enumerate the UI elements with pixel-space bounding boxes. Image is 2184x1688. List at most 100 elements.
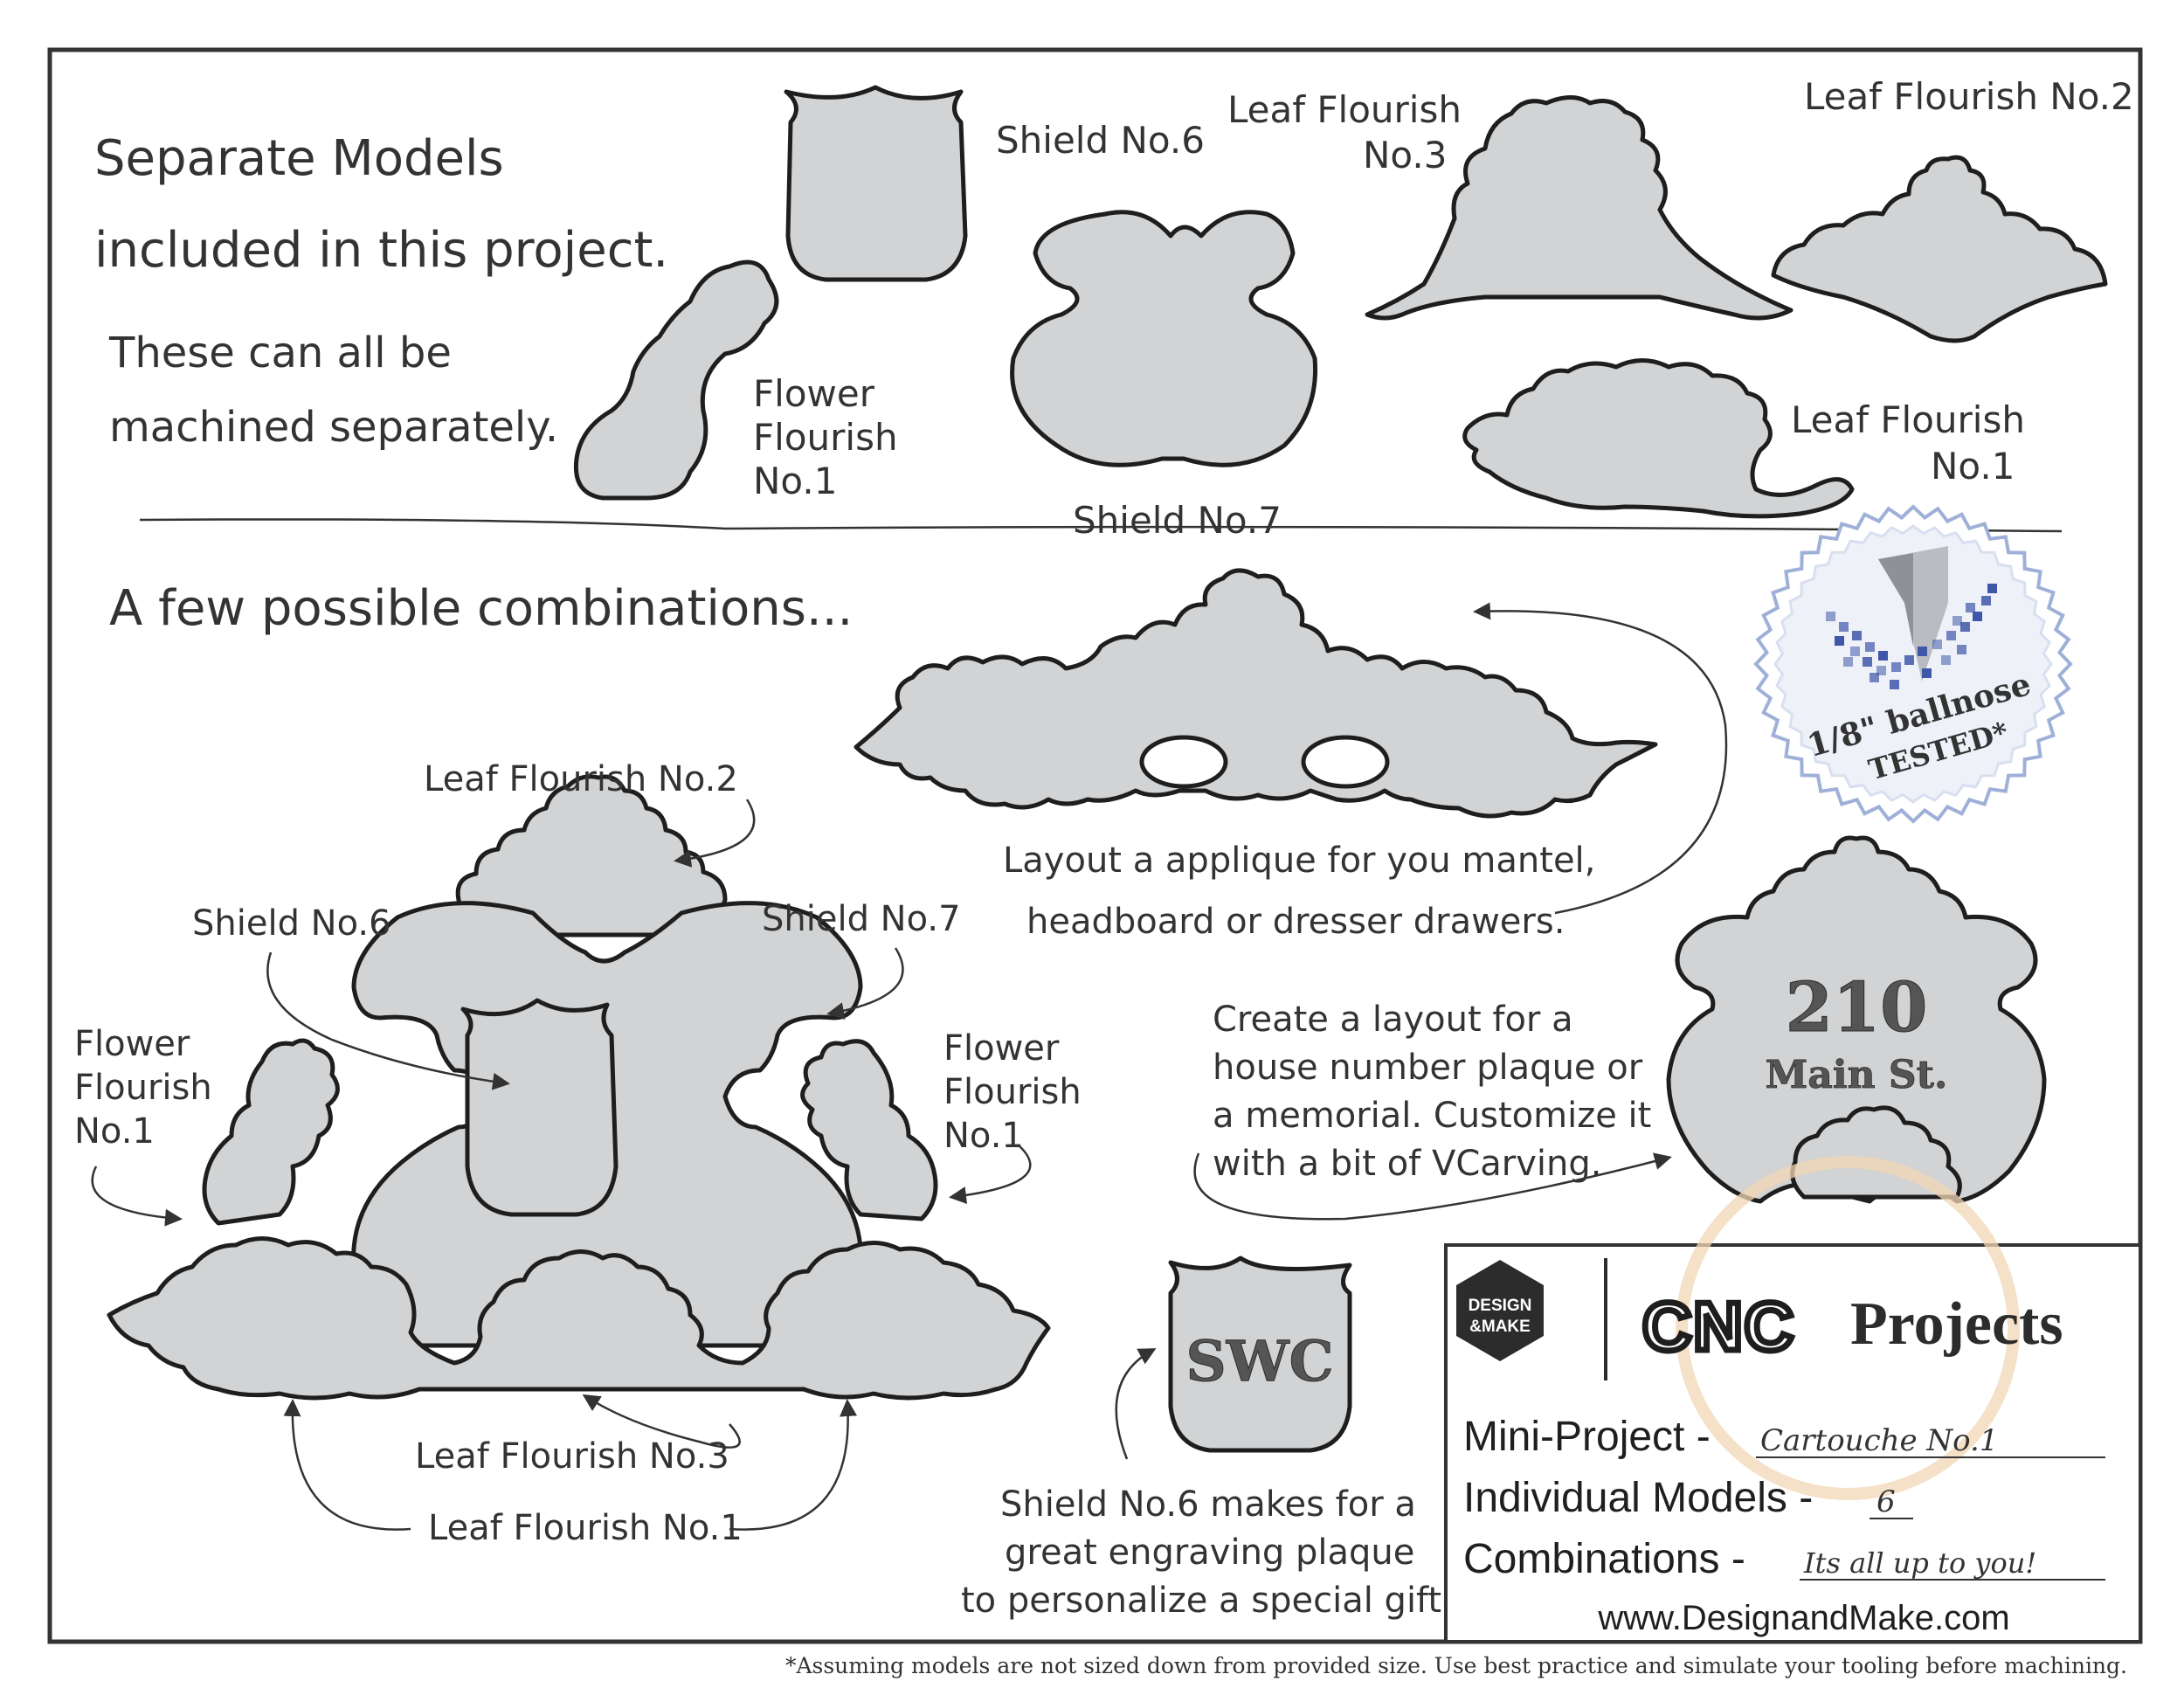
mini-project-label: Mini-Project - — [1463, 1414, 1711, 1460]
badge-pixel — [1876, 666, 1886, 675]
plaque-caption-3: a memorial. Customize it — [1213, 1096, 1651, 1136]
combo-label-flower-left-3: No.1 — [74, 1111, 155, 1152]
intro-line-2: included in this project. — [94, 222, 668, 279]
logo-text-bottom: &MAKE — [1469, 1318, 1531, 1336]
arrow-plaque — [1193, 1152, 1672, 1221]
coffee-stain — [1676, 1156, 2020, 1500]
cnc-wordmark: CNC — [1642, 1288, 1795, 1365]
arrow-shield6 — [266, 951, 510, 1090]
badge-pixel — [1932, 640, 1942, 649]
plaque-street: Main St. — [1766, 1053, 1948, 1097]
project-info-box: DESIGN &MAKE CNC Projects Mini-Project -… — [1444, 1156, 2142, 1643]
combo-label-shield7: Shield No.7 — [762, 899, 961, 939]
arrow-flower-left — [91, 1166, 183, 1227]
badge-pixel — [1850, 647, 1860, 656]
flower-flourish-model — [573, 259, 779, 501]
arrow-leaf1-left — [283, 1399, 411, 1531]
plaque-caption-2: house number plaque or — [1213, 1048, 1643, 1088]
badge-pixel — [1852, 631, 1862, 640]
mantel-applique — [854, 568, 1658, 819]
engraving-monogram: SWC — [1185, 1329, 1333, 1394]
badge-pixel — [1966, 603, 1975, 612]
leaf1-label-2: No.1 — [1931, 445, 2015, 488]
leaf3-label-1: Leaf Flourish — [1227, 88, 1462, 131]
combo-label-flower-right-3: No.1 — [943, 1116, 1024, 1156]
combo-label-leaf1: Leaf Flourish No.1 — [428, 1508, 743, 1548]
design-and-make-logo — [1456, 1260, 1544, 1361]
combinations-heading: A few possible combinations... — [109, 580, 853, 637]
mini-project-value: Cartouche No.1 — [1760, 1423, 1999, 1458]
combo-label-flower-right-2: Flourish — [943, 1072, 1082, 1112]
combo-label-flower-left-1: Flower — [74, 1024, 190, 1064]
badge-pixel — [1863, 657, 1872, 667]
leaf-flourish-2-model — [1771, 155, 2108, 343]
arrow-shield7 — [826, 947, 904, 1020]
note-line-2: machined separately. — [109, 403, 558, 452]
badge-pixel — [1918, 647, 1927, 656]
mantel-arrow — [1473, 602, 1728, 915]
engrave-caption-1: Shield No.6 makes for a — [1000, 1484, 1416, 1525]
plaque-number: 210 — [1786, 968, 1928, 1048]
combo-label-leaf3: Leaf Flourish No.3 — [415, 1436, 729, 1477]
badge-pixel — [1987, 584, 1997, 593]
badge-pixel — [1835, 636, 1844, 646]
big-combination — [107, 774, 1051, 1401]
engrave-caption-3: to personalize a special gift! — [961, 1581, 1455, 1621]
badge-pixel — [1973, 612, 1982, 621]
plaque-caption-4: with a bit of VCarving. — [1213, 1144, 1601, 1184]
leaf-flourish-3-model — [1365, 95, 1794, 321]
flower-label-3: No.1 — [753, 460, 837, 502]
plaque-caption-1: Create a layout for a — [1213, 1000, 1573, 1040]
combo-label-shield6: Shield No.6 — [192, 903, 391, 944]
shield-7-label: Shield No.7 — [1073, 499, 1282, 542]
badge-pixel — [1960, 622, 1970, 632]
models-value: 6 — [1876, 1484, 1896, 1519]
logo-text-top: DESIGN — [1469, 1297, 1532, 1315]
badge-pixel — [1878, 651, 1888, 661]
sheet-frame — [47, 47, 2143, 1644]
intro-line-1: Separate Models — [94, 130, 504, 187]
badge-pixel — [1890, 680, 1899, 689]
badge-pixel — [1957, 645, 1966, 654]
shield-7-model — [1010, 210, 1318, 467]
arrow-leaf3 — [582, 1394, 741, 1449]
leaf3-label-2: No.3 — [1363, 134, 1447, 176]
projects-wordmark: Projects — [1850, 1290, 2063, 1358]
shield-6-label: Shield No.6 — [996, 119, 1205, 162]
flower-label-2: Flourish — [753, 416, 898, 459]
badge-pixel — [1981, 596, 1991, 605]
mantel-caption-2: headboard or dresser drawers. — [1026, 902, 1565, 942]
arrow-leaf2 — [674, 799, 756, 868]
combo-label-flower-left-2: Flourish — [74, 1068, 212, 1108]
badge-pixel — [1865, 642, 1875, 652]
combo-label-flower-right-1: Flower — [943, 1028, 1060, 1069]
leaf2-label: Leaf Flourish No.2 — [1804, 75, 2134, 118]
badge-pixel — [1839, 622, 1849, 632]
badge-pixel — [1922, 668, 1932, 678]
section-divider — [139, 518, 2063, 533]
badge-pixel — [1904, 655, 1914, 665]
ballnose-tested-badge: 1/8" ballnose TESTED* — [1753, 504, 2073, 824]
badge-pixel — [1826, 612, 1835, 621]
combo-label-leaf2: Leaf Flourish No.2 — [424, 759, 738, 799]
badge-pixel — [1870, 673, 1879, 682]
arrow-leaf1-right — [729, 1399, 858, 1531]
badge-pixel — [1843, 657, 1853, 667]
flower-label-1: Flower — [753, 372, 875, 415]
arrow-flower-right — [949, 1144, 1032, 1205]
badge-pixel — [1946, 631, 1956, 640]
website-link[interactable]: www.DesignandMake.com — [1597, 1599, 2009, 1637]
badge-pixel — [1891, 662, 1901, 672]
engraving-shield — [1168, 1256, 1352, 1453]
combinations-value: Its all up to you! — [1803, 1546, 2036, 1580]
combinations-label: Combinations - — [1463, 1536, 1745, 1582]
cutter-icon — [1826, 546, 1997, 689]
arrow-engraving — [1115, 1348, 1157, 1460]
footnote: *Assuming models are not sized down from… — [785, 1653, 2127, 1678]
badge-pixel — [1941, 655, 1951, 665]
models-label: Individual Models - — [1463, 1475, 1813, 1521]
leaf1-label-1: Leaf Flourish — [1791, 398, 2025, 441]
leaf-flourish-1-model — [1462, 358, 1855, 519]
engrave-caption-2: great engraving plaque — [1005, 1532, 1414, 1573]
